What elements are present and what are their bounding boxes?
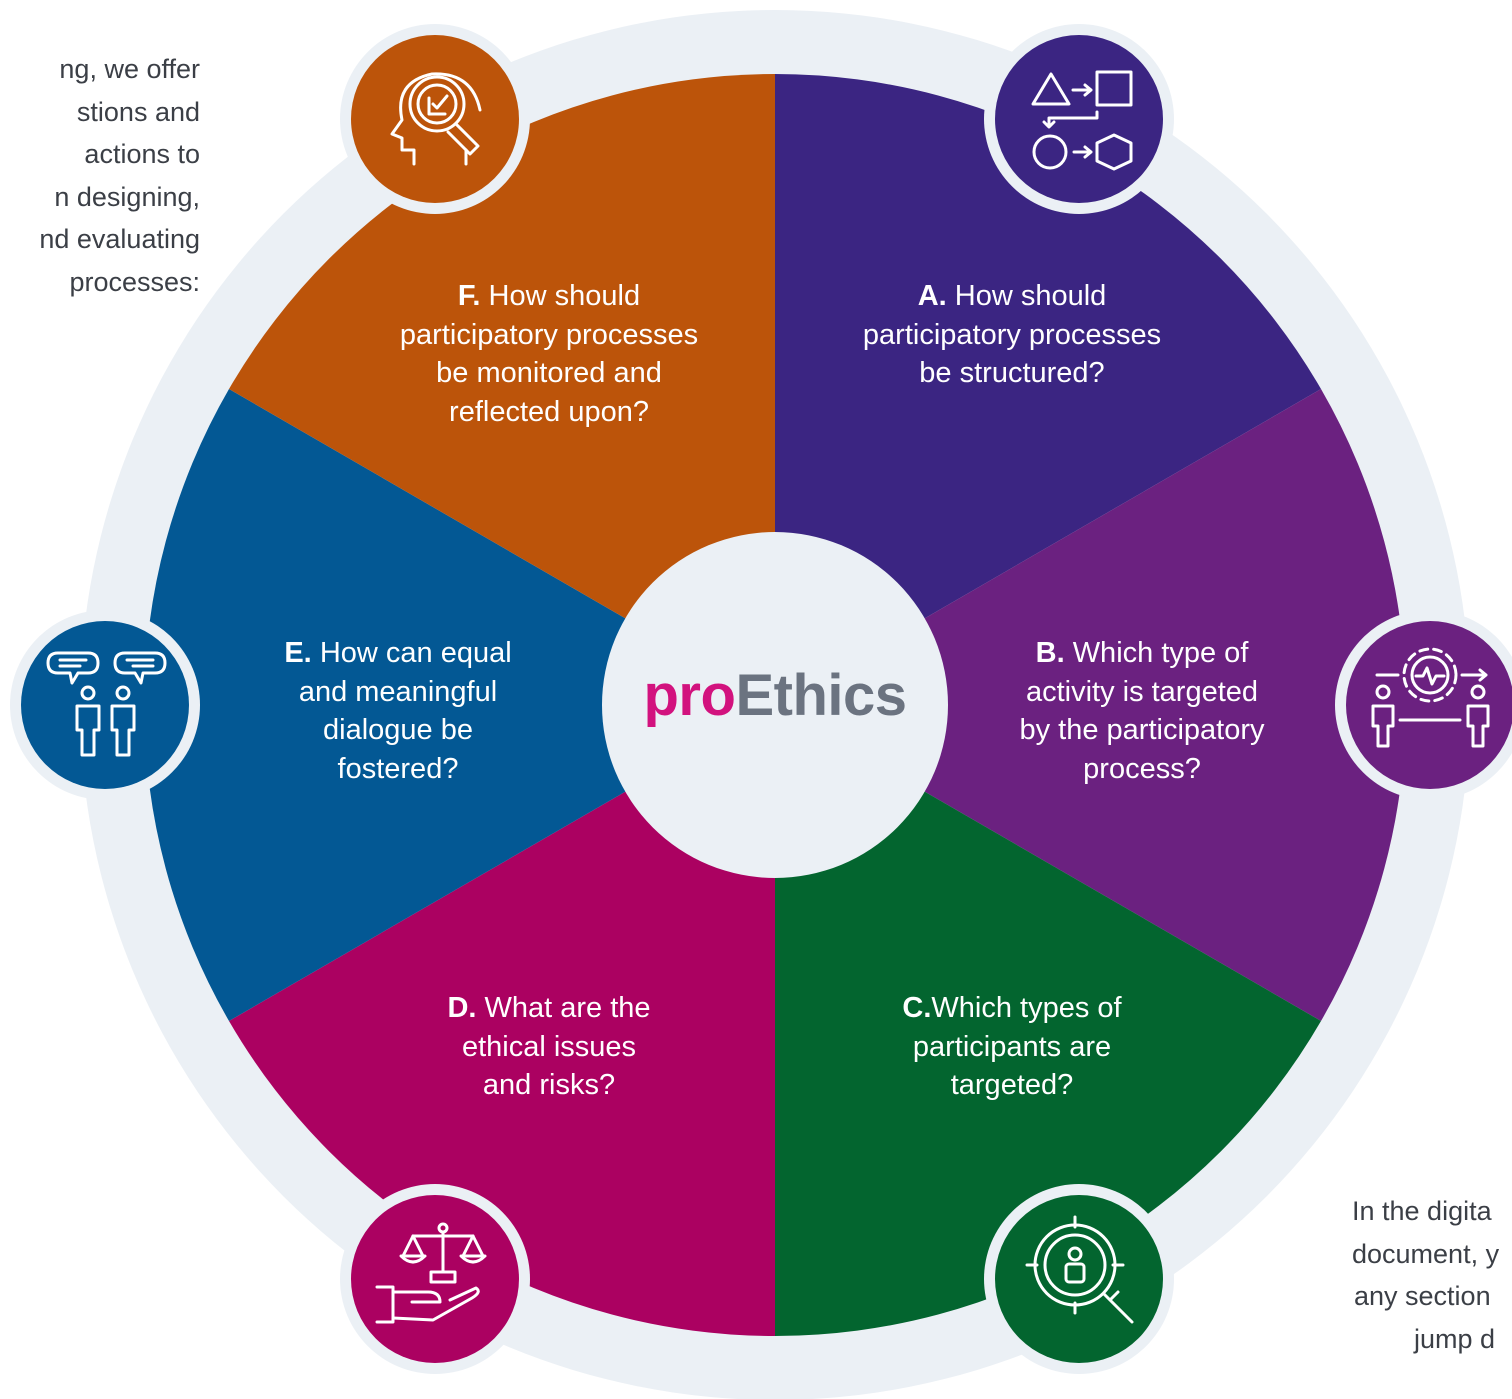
people-gear-activity-icon [1371, 647, 1490, 748]
segment-letter: E. [284, 637, 312, 669]
segment-label-B[interactable]: B. Which type of activity is targeted by… [952, 634, 1332, 788]
badge-A[interactable] [984, 24, 1174, 214]
badge-B[interactable] [1335, 610, 1512, 800]
segment-label-D[interactable]: D. What are the ethical issues and risks… [359, 989, 739, 1105]
note-line: In the digita [1352, 1196, 1492, 1226]
segment-line: fostered? [337, 752, 459, 785]
segment-A[interactable] [775, 74, 1321, 705]
segment-line: How can equal [319, 637, 512, 669]
segment-line: What are the [484, 992, 651, 1024]
segment-letter: A. [917, 280, 947, 312]
segment-line: activity is targeted [1025, 675, 1259, 708]
logo-ethics: Ethics [735, 663, 907, 728]
segment-line: reflected upon? [449, 395, 649, 428]
segment-line: How should [488, 280, 641, 312]
intro-line: n designing, [54, 181, 200, 212]
segment-F[interactable] [229, 74, 775, 705]
intro-text: ng, we offer stions and actions to n des… [0, 48, 200, 303]
note-line: jump d [1414, 1323, 1496, 1354]
target-person-search-icon [1025, 1215, 1134, 1324]
segment-C[interactable] [775, 705, 1321, 1336]
segment-line: Which types of [931, 992, 1122, 1024]
segment-line: and meaningful [298, 675, 498, 708]
badge-D[interactable] [340, 1184, 530, 1374]
segment-line: targeted? [950, 1069, 1074, 1101]
segment-B[interactable] [775, 389, 1406, 1021]
badge-E[interactable] [10, 610, 200, 800]
segment-E[interactable] [144, 389, 775, 1021]
segment-letter: D. [447, 992, 477, 1024]
segment-letter: F. [457, 280, 481, 312]
segment-line: be structured? [919, 357, 1105, 389]
segment-line: How should [954, 280, 1107, 312]
digital-note-text: In the digita document, y any section ju… [1352, 1190, 1512, 1360]
note-line: any section [1354, 1281, 1491, 1311]
segment-D[interactable] [229, 705, 775, 1336]
segment-line: by the participatory [1019, 714, 1265, 746]
scales-hand-icon [375, 1222, 487, 1324]
segment-line: and risks? [482, 1069, 616, 1101]
intro-line: actions to [84, 139, 200, 169]
badge-F[interactable] [340, 24, 530, 214]
logo-pro: pro [643, 663, 736, 728]
badge-C[interactable] [984, 1184, 1174, 1374]
center-hub [602, 532, 948, 878]
note-line: document, y [1352, 1238, 1500, 1269]
proethics-logo: proEthics [643, 662, 908, 729]
segment-letter: B. [1035, 637, 1065, 669]
segment-line: participatory processes [399, 318, 699, 351]
segment-letter: C. [902, 992, 932, 1024]
intro-line: stions and [76, 96, 200, 127]
segment-line: be monitored and [436, 357, 662, 389]
segment-line: participatory processes [862, 318, 1162, 351]
segment-label-E[interactable]: E. How can equal and meaningful dialogue… [208, 634, 588, 788]
people-dialogue-icon [46, 651, 167, 757]
segment-label-C[interactable]: C.Which types of participants are target… [822, 989, 1202, 1105]
intro-line: processes: [69, 266, 200, 297]
segment-line: dialogue be [323, 714, 473, 746]
segment-line: ethical issues [461, 1030, 637, 1063]
segment-label-A[interactable]: A. How should participatory processes be… [822, 277, 1202, 393]
segment-label-F[interactable]: F. How should participatory processes be… [359, 277, 739, 431]
head-magnifier-check-icon [390, 72, 482, 166]
segment-line: Which type of [1072, 637, 1249, 669]
shapes-flow-icon [1031, 70, 1133, 171]
segment-line: process? [1083, 752, 1201, 785]
intro-line: ng, we offer [59, 54, 200, 84]
segment-line: participants are [912, 1030, 1112, 1063]
intro-line: nd evaluating [39, 224, 200, 254]
